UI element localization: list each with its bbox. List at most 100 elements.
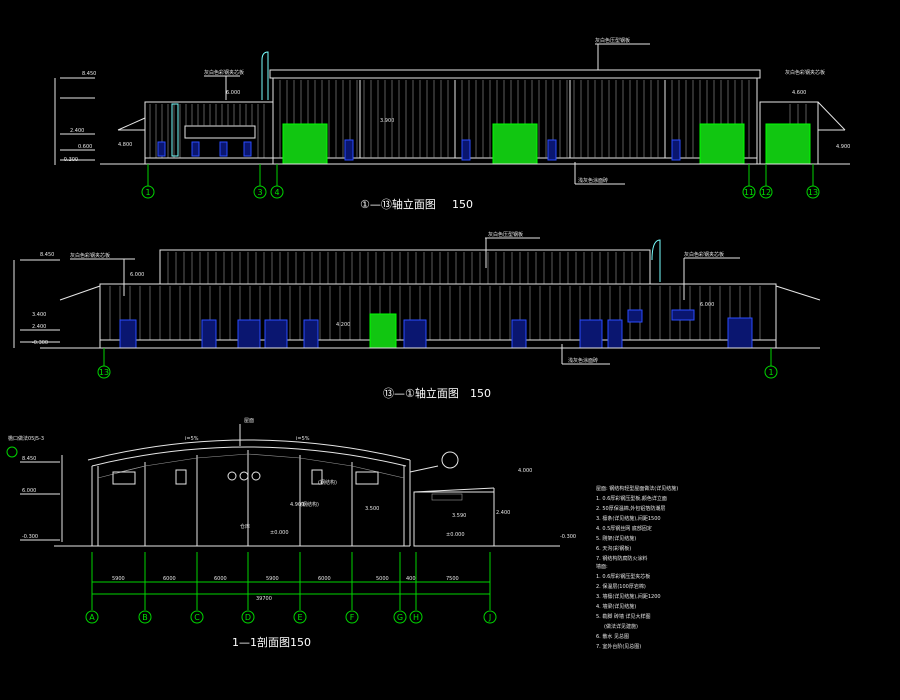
notes-block: 屋面: 钢结构轻型屋面做法(详见结施) 1. 0.6厚彩钢压型板,颜色详立面 2… — [596, 485, 678, 650]
rolling-door-3 — [699, 123, 745, 165]
note1-7: 7. 钢结构防腐防火涂料 — [596, 555, 647, 562]
note1-6: 6. 天沟(彩钢板) — [596, 545, 631, 552]
note2-4: 4. 墙梁(详见结施) — [596, 603, 636, 610]
label-mid-wall-left: 灰白色彩钢夹芯板 — [70, 252, 110, 259]
note2-7: 6. 散水 见总图 — [596, 633, 629, 640]
main-warehouse-top — [261, 51, 761, 165]
note1-5: 5. 刚架(详见结施) — [596, 535, 636, 542]
span-de: 5900 — [266, 576, 279, 582]
ridge-label: 屋面 — [244, 418, 254, 424]
span-gh: 400 — [406, 576, 416, 582]
level-4800: 4.800 — [118, 142, 132, 148]
note2-3: 3. 墙檩(详见结施),间距1200 — [596, 593, 661, 600]
roof-line — [87, 439, 411, 461]
note1-1: 1. 0.6厚彩钢压型板,颜色详立面 — [596, 495, 667, 502]
span-cd: 6000 — [214, 576, 227, 582]
level-4900: 4.900 — [836, 144, 850, 150]
sec-level-0000: ±0.000 — [270, 530, 289, 536]
elevation-mid: 8.450 6.000 3.400 2.400 -0.300 6.000 4.2… — [13, 231, 821, 400]
title-elevation-mid: ⑬—①轴立面图 — [383, 386, 459, 400]
bubble-d: D — [245, 613, 251, 622]
level-marks-mid: 8.450 6.000 3.400 2.400 -0.300 6.000 4.2… — [13, 252, 714, 348]
elevation-top: 8.450 6.000 2.400 0.600 -0.300 3.900 4.8… — [54, 37, 850, 211]
grid-bubbles-mid: 13 1 — [97, 348, 778, 379]
level-mid-m0300: -0.300 — [32, 340, 48, 346]
slope-left: i=5% — [185, 436, 199, 442]
wall-panel-lines — [279, 80, 750, 158]
bubble-13: 13 — [808, 188, 818, 197]
bracket-a: (钢结构) — [318, 479, 337, 486]
span-ab: 5900 — [112, 576, 125, 582]
level-mid-8450: 8.450 — [40, 252, 54, 258]
bubble-a: A — [89, 613, 95, 622]
sec-level-4900: 4.900 — [290, 502, 304, 508]
level-mid-6000b: 6.000 — [700, 302, 714, 308]
bubble-1: 1 — [145, 188, 150, 197]
grid-bubbles-section: A B C D E F G H J — [85, 552, 497, 624]
dimension-spans: 5900 6000 6000 5900 6000 5000 400 7500 3… — [92, 576, 490, 602]
sec-level-3500: 3.500 — [365, 506, 379, 512]
level-3900: 3.900 — [380, 118, 394, 124]
label-mid-wall-right: 灰白色彩钢夹芯板 — [684, 251, 724, 258]
bubble-b: B — [142, 613, 148, 622]
rolling-door-1 — [282, 123, 328, 165]
lower-panel-lines — [109, 286, 761, 340]
level-2400: 2.400 — [70, 128, 84, 134]
title-section: 1—1剖面图 — [232, 635, 290, 649]
section-levels: 8.450 6.000 -0.300 4.900 3.500 2.400 3.5… — [20, 455, 576, 542]
bubble-mid-13: 13 — [99, 368, 109, 377]
rolling-door-4 — [765, 123, 811, 165]
upper-panel-lines — [167, 252, 641, 284]
title-elevation-top: ①—⑬轴立面图 — [360, 197, 436, 211]
bubble-4: 4 — [274, 188, 279, 197]
grid-bubbles-top: 1 3 4 11 12 13 — [141, 164, 820, 199]
bubble-3: 3 — [257, 188, 262, 197]
note1-2: 2. 50厚保温棉,外包铝箔防潮层 — [596, 505, 665, 512]
span-total: 39700 — [256, 596, 272, 602]
room-label: 仓库 — [240, 523, 250, 530]
label-wall-right: 灰白色彩钢夹芯板 — [785, 69, 825, 76]
bubble-j: J — [488, 613, 491, 622]
bubble-11: 11 — [744, 188, 754, 197]
level-mid-3400: 3.400 — [32, 312, 46, 318]
section-1-1: 8.450 6.000 -0.300 4.900 3.500 2.400 3.5… — [6, 418, 576, 649]
label-mid-roof: 灰白色压型钢板 — [488, 231, 523, 238]
eave-detail: 檐口做法05J5-3 — [8, 435, 44, 442]
span-bc: 6000 — [163, 576, 176, 582]
slope-right: i=5% — [296, 436, 310, 442]
note2-2: 2. 保温层(100厚岩棉) — [596, 583, 646, 590]
level-mid-4200: 4.200 — [336, 322, 350, 328]
rolling-door-2 — [492, 123, 538, 165]
bubble-f: F — [350, 613, 355, 622]
notes-head-1: 屋面: 钢结构轻型屋面做法(详见结施) — [596, 485, 678, 492]
bubble-e: E — [297, 613, 302, 622]
level-6000: 6.000 — [226, 90, 240, 96]
notes-head-2: 墙面: — [596, 563, 608, 570]
bubble-mid-1: 1 — [768, 368, 773, 377]
scale-elevation-top: 150 — [452, 198, 473, 211]
level-mid-6000: 6.000 — [130, 272, 144, 278]
level-m0300: -0.300 — [62, 157, 78, 163]
bubble-h: H — [413, 613, 419, 622]
right-annex — [759, 101, 846, 165]
note2-1: 1. 0.6厚彩钢压型夹芯板 — [596, 573, 650, 580]
note1-4: 4. 0.5厚钢丝网 底部固定 — [596, 525, 652, 532]
scale-elevation-mid: 150 — [470, 387, 491, 400]
sec-level-3590: 3.590 — [452, 513, 466, 519]
span-hj: 7500 — [446, 576, 459, 582]
label-wall-left: 灰白色彩钢夹芯板 — [204, 69, 244, 76]
bracket-b: (钢结构) — [300, 501, 319, 508]
label-mid-plinth: 浅灰色涂面砖 — [568, 357, 598, 364]
sec-level-0000-r: ±0.000 — [446, 532, 465, 538]
note2-6: (做法详见建施) — [604, 623, 638, 630]
level-marks-top: 8.450 6.000 2.400 0.600 -0.300 3.900 4.8… — [54, 71, 850, 165]
level-0600: 0.600 — [78, 144, 92, 150]
sec-level-2400: 2.400 — [496, 510, 510, 516]
note1-3: 3. 檩条(详见结施),间距1500 — [596, 515, 661, 522]
span-fg: 5000 — [376, 576, 389, 582]
bubble-12: 12 — [761, 188, 771, 197]
sec-level-8450: 8.450 — [22, 456, 36, 462]
sec-level-m0300-r: -0.300 — [560, 534, 576, 540]
scale-section: 150 — [290, 636, 311, 649]
rolling-door-mid — [369, 313, 397, 349]
